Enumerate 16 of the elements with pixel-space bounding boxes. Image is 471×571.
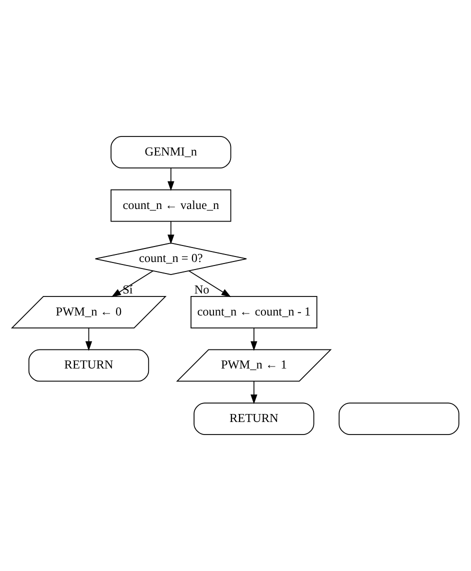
arrow xyxy=(168,220,174,244)
node-diamond: count_n = 0? xyxy=(94,242,247,276)
node-box: GENMI_n xyxy=(110,136,232,168)
node-box: RETURN xyxy=(194,402,314,435)
node-box: count_n ← count_n - 1 xyxy=(190,296,318,328)
arrow xyxy=(168,168,174,191)
node-box: count_n ← value_n xyxy=(110,189,232,222)
arrow xyxy=(250,328,258,351)
node-box: RETURN xyxy=(28,349,150,382)
arrow xyxy=(85,328,92,351)
node-box xyxy=(338,402,460,435)
arrow xyxy=(250,380,258,404)
edge-label: No xyxy=(194,282,210,296)
arrow xyxy=(111,270,154,298)
arrow xyxy=(188,270,232,298)
edge-label: Sí xyxy=(122,282,133,296)
